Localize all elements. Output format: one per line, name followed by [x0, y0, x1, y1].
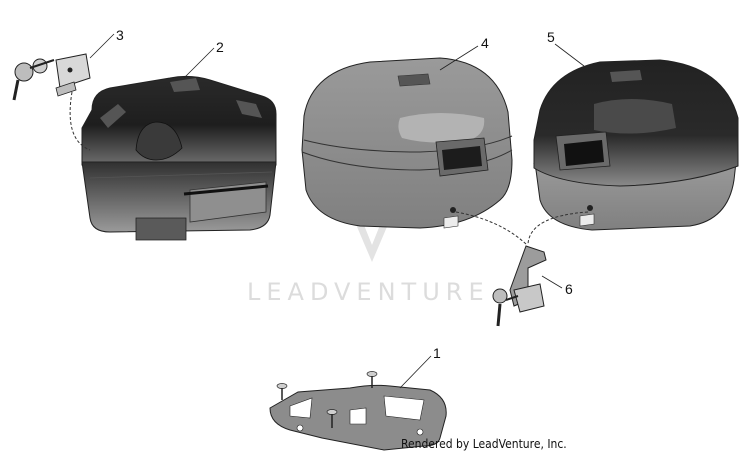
key-icon — [14, 62, 34, 82]
key-icon — [492, 288, 508, 304]
part-2-top-case — [81, 75, 277, 241]
callout-2: 2 — [216, 39, 224, 55]
part-1-mounting-plate — [269, 371, 447, 451]
part-4-top-case — [301, 57, 513, 229]
callout-5: 5 — [547, 29, 555, 45]
watermark-logo — [352, 195, 392, 262]
part-3-lock-and-key — [12, 53, 91, 151]
callout-4: 4 — [481, 35, 489, 51]
callout-3: 3 — [116, 27, 124, 43]
part-5-top-case — [533, 59, 739, 231]
callouts: 3 2 4 5 6 1 — [89, 27, 585, 389]
part-6-lock-bracket — [455, 211, 589, 327]
callout-6: 6 — [565, 281, 573, 297]
render-credit: Rendered by LeadVenture, Inc. — [401, 437, 567, 451]
callout-1: 1 — [433, 345, 441, 361]
watermark: LEADVENTURE — [247, 195, 490, 306]
screw-icon — [276, 383, 288, 400]
screw-icon — [366, 371, 378, 388]
screw-icon — [326, 409, 338, 428]
watermark-text: LEADVENTURE — [247, 278, 490, 306]
